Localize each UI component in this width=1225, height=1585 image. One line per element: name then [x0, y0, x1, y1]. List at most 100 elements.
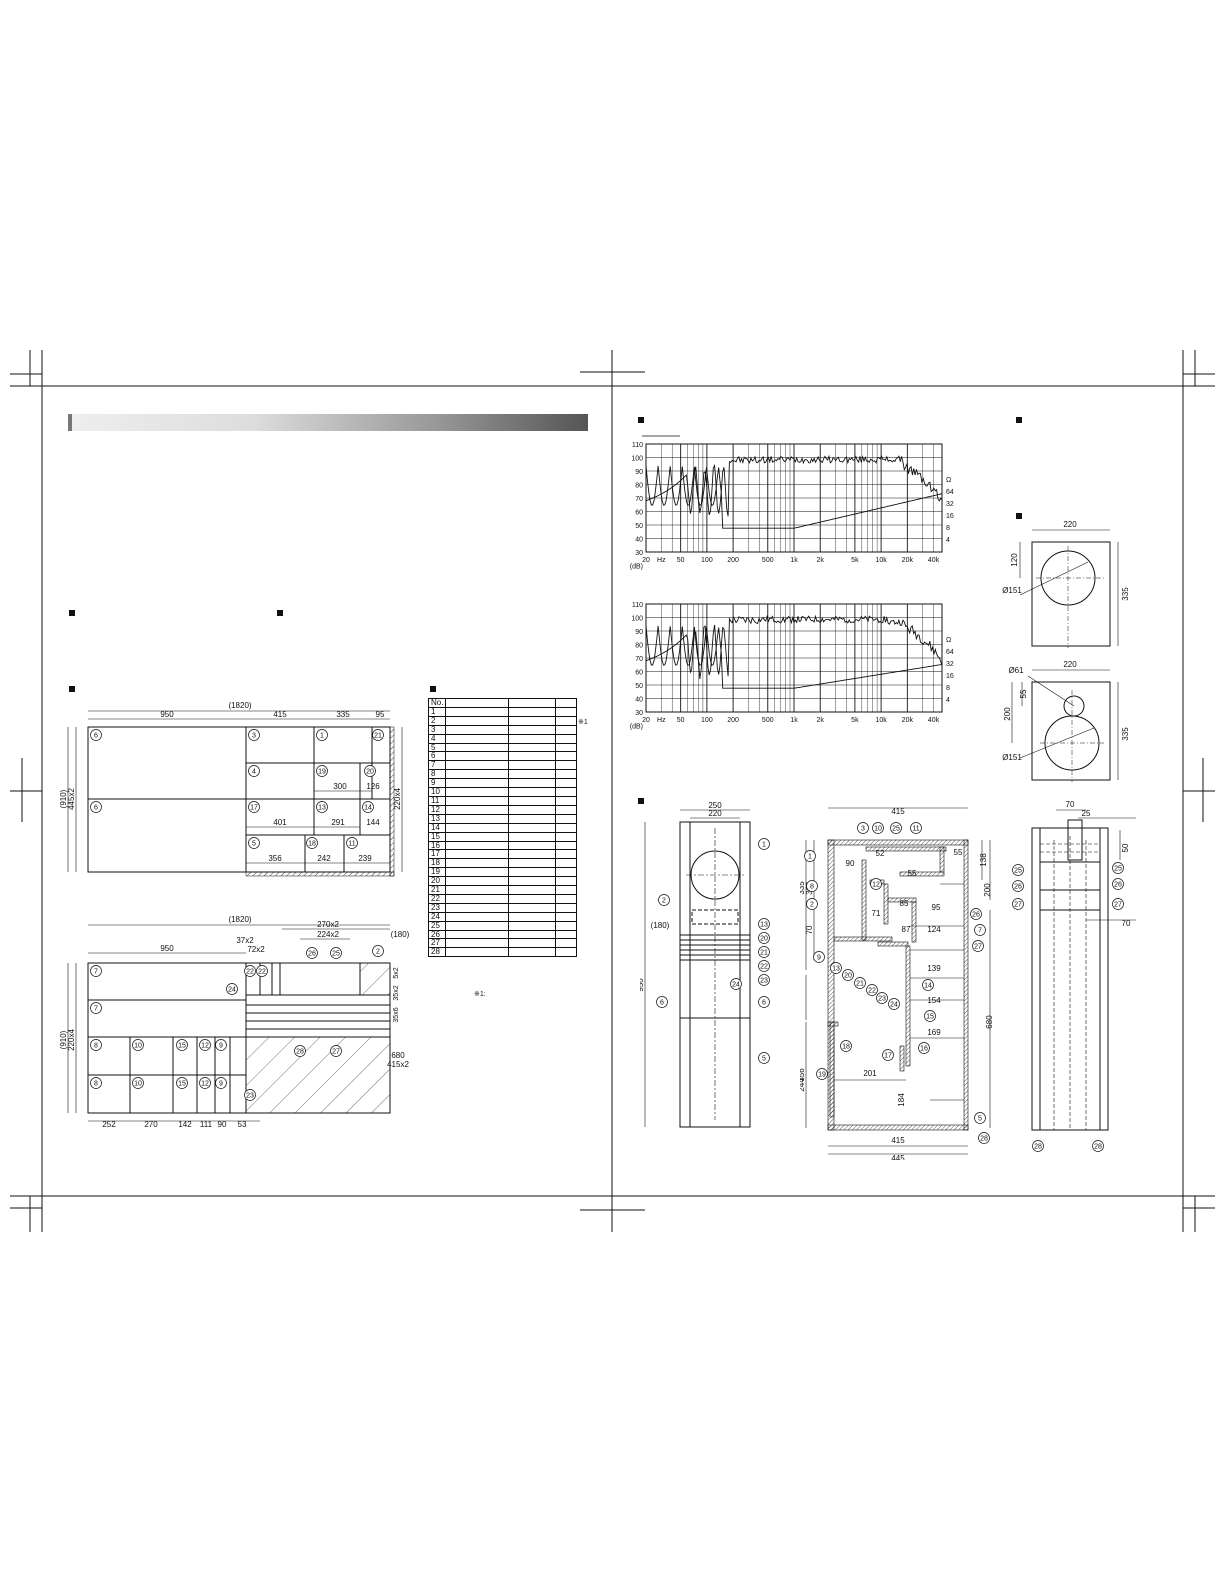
part-number-circle	[890, 822, 902, 834]
part-number-circle	[806, 898, 818, 910]
dim-label: 139	[927, 964, 941, 973]
dim-label: 680	[391, 1051, 405, 1060]
part-number: 3	[861, 826, 865, 833]
part-number: 15	[178, 1081, 186, 1088]
part-number: 25	[1014, 868, 1022, 875]
graph-y-tick: 40	[635, 537, 643, 544]
dim-label: 201	[863, 1069, 877, 1078]
part-number: 25	[1114, 866, 1122, 873]
graph-impedance-tick: Ω	[946, 477, 951, 484]
dim-label: Ø61	[1008, 666, 1024, 675]
part-number-circle	[90, 801, 102, 813]
part-number-circle	[656, 996, 668, 1008]
dim-label: 70	[1066, 800, 1075, 809]
part-number: 25	[892, 826, 900, 833]
part-number: 9	[219, 1043, 223, 1050]
graph-x-tick: Hz	[657, 557, 666, 564]
dim-label: 220	[708, 809, 722, 818]
part-number-circle	[244, 965, 256, 977]
part-number-circle	[758, 996, 770, 1008]
graph-x-tick: 5k	[851, 557, 859, 564]
part-number-circle	[842, 969, 854, 981]
part-number: 28	[980, 1136, 988, 1143]
dim-label: 5x2	[393, 967, 400, 978]
dim-label: 184	[897, 1093, 906, 1107]
part-number-circle	[888, 998, 900, 1010]
dim-label: 270x2	[317, 920, 339, 929]
part-number-circle	[1112, 898, 1124, 910]
table-row: 2	[427, 715, 578, 726]
table-row: 1	[427, 706, 578, 717]
graph-y-tick: 50	[635, 683, 643, 690]
part-number: 6	[660, 1000, 664, 1007]
graph-impedance-tick: 8	[946, 525, 950, 532]
part-number-circle	[372, 945, 384, 957]
part-number-circle	[758, 946, 770, 958]
part-number: 22	[246, 969, 254, 976]
part-number-circle	[362, 801, 374, 813]
part-number-circle	[910, 822, 922, 834]
table-cell-no: 5	[427, 742, 447, 753]
graph-y-tick: 30	[635, 710, 643, 717]
table-cell-no: 11	[427, 795, 447, 806]
bullet-features	[277, 610, 283, 616]
part-number-circle	[857, 822, 869, 834]
dim-label: 200	[983, 883, 992, 897]
part-number-circle	[248, 801, 260, 813]
table-row: 15	[427, 831, 578, 842]
part-number: 6	[762, 1000, 766, 1007]
part-number-circle	[1112, 862, 1124, 874]
part-number: 22	[258, 969, 266, 976]
table-cell-no: 1	[427, 706, 447, 717]
part-number-circle	[226, 983, 238, 995]
title-bar	[68, 414, 588, 431]
cutting-diagram-2: (1820)270x2224x237x272x2(180)950(910)220…	[60, 915, 410, 1129]
table-cell-no: 10	[427, 787, 447, 797]
graph-x-tick: 1k	[790, 717, 798, 724]
graph-impedance-tick: 16	[946, 673, 954, 680]
part-number: 6	[94, 805, 98, 812]
part-number: 9	[219, 1081, 223, 1088]
table-row: 6	[427, 751, 578, 762]
dim-label: 445x2	[67, 788, 76, 810]
part-number: 2	[376, 949, 380, 956]
table-cell-no: 28	[427, 947, 447, 958]
part-number-circle	[658, 894, 670, 906]
table-row: 3	[427, 724, 578, 735]
table-cell-no: 21	[427, 885, 447, 895]
table-cell-no: 9	[427, 778, 447, 789]
dim-label: 415x2	[387, 1060, 409, 1069]
graph-y-tick: (dB)	[630, 724, 643, 731]
graph-x-tick: 10k	[875, 557, 887, 564]
part-number: 18	[308, 841, 316, 848]
dim-label: 291	[331, 818, 345, 827]
graph-y-tick: 50	[635, 523, 643, 530]
part-number: 8	[94, 1043, 98, 1050]
part-number-circle	[90, 729, 102, 741]
table-row: 22	[427, 893, 578, 904]
graph-y-tick: 70	[635, 496, 643, 503]
part-number-circle	[90, 965, 102, 977]
part-number: 21	[374, 733, 382, 740]
graph-x-tick: 40k	[928, 557, 940, 564]
dim-label: 90	[218, 1120, 227, 1129]
dim-label: 72x2	[247, 945, 265, 954]
part-number: 9	[817, 955, 821, 962]
table-row: 13	[427, 813, 578, 824]
part-number-circle	[918, 1042, 930, 1054]
part-number-circle	[215, 1039, 227, 1051]
dim-label: 270	[144, 1120, 158, 1129]
graph-x-tick: 2k	[817, 717, 825, 724]
graph-impedance-tick: 16	[946, 513, 954, 520]
table-cell-no: 7	[427, 760, 447, 771]
dim-label: 144	[366, 818, 380, 827]
table-cell-no: 3	[427, 724, 447, 735]
table-cell-no: 8	[427, 769, 447, 780]
dim-label: 250	[708, 801, 722, 810]
dim-label: 55	[908, 869, 917, 878]
dim-label: 53	[238, 1120, 247, 1129]
part-number: 27	[1014, 902, 1022, 909]
dim-label: 220	[1063, 520, 1077, 529]
